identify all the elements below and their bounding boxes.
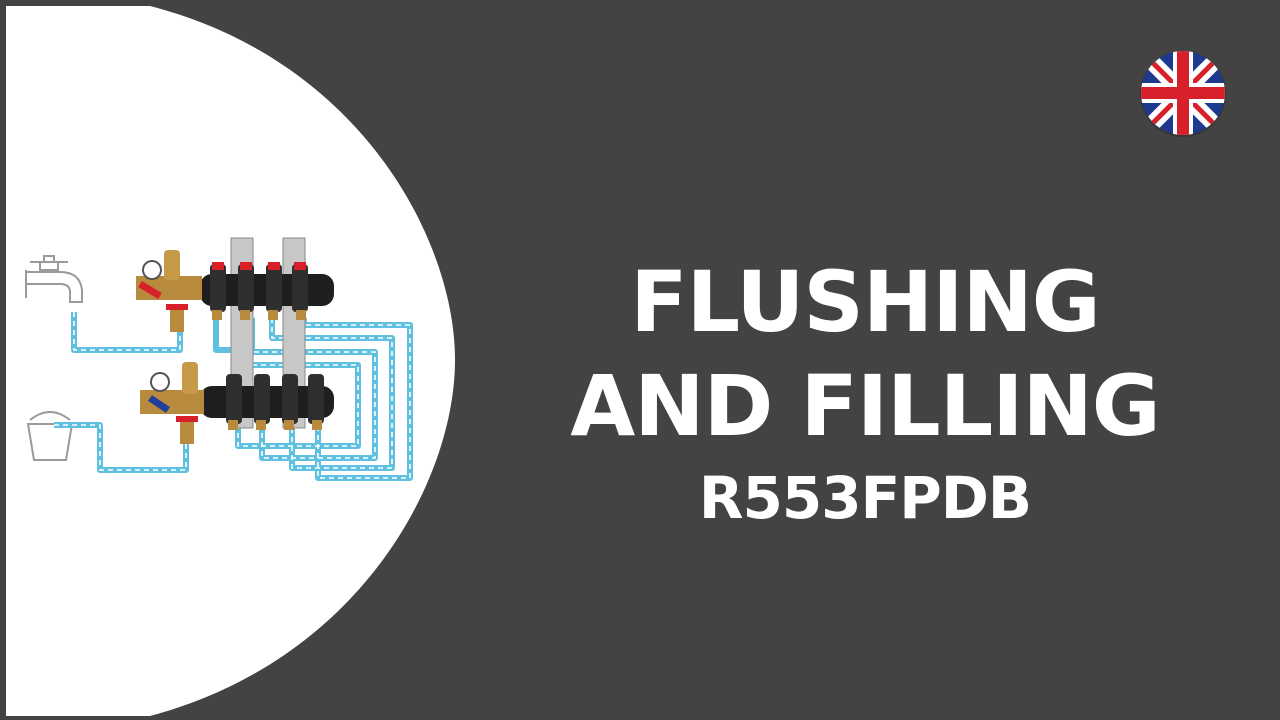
uk-flag-icon (1140, 51, 1226, 137)
manifold-illustration (136, 237, 334, 444)
title-line-1: FLUSHING (630, 253, 1100, 351)
title-line-2: AND FILLING (570, 357, 1160, 455)
water-tap-icon (25, 255, 83, 303)
model-number: R553FPDB (698, 464, 1032, 532)
title-block: FLUSHING AND FILLING R553FPDB (560, 250, 1170, 534)
